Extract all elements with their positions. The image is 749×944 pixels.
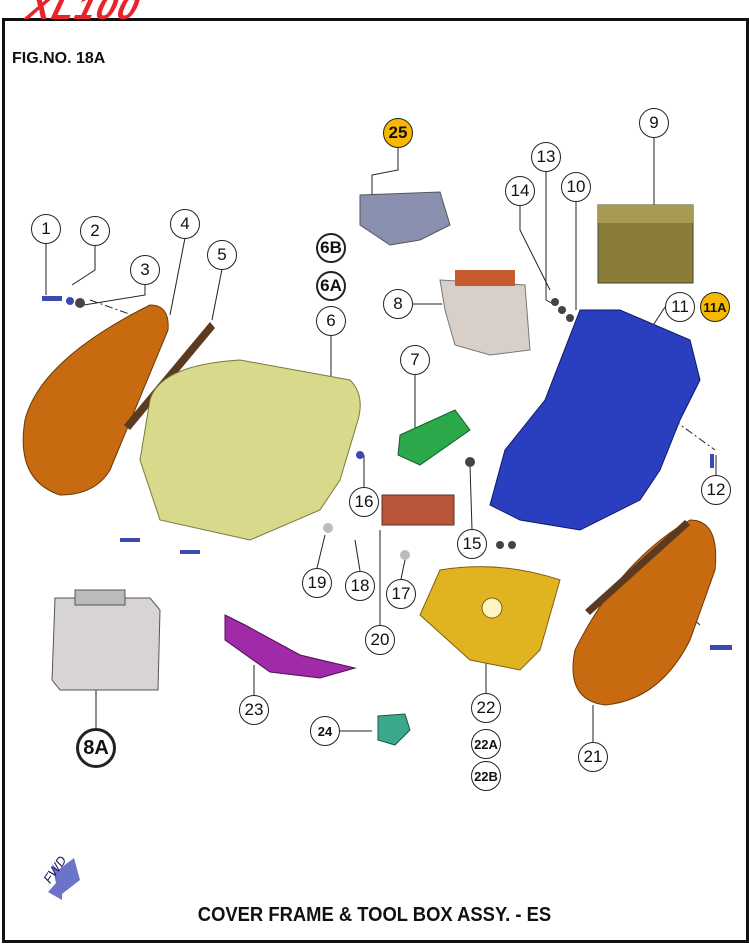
callout-25: 25	[383, 118, 413, 148]
callout-6B: 6B	[316, 233, 346, 263]
callout-16: 16	[349, 487, 379, 517]
callout-12: 12	[701, 475, 731, 505]
part-frame	[489, 309, 701, 531]
callout-8A: 8A	[76, 728, 116, 768]
part-trim-23	[224, 614, 357, 679]
callout-19: 19	[302, 568, 332, 598]
leader-lines	[45, 137, 717, 742]
drawing-frame	[2, 18, 749, 943]
callout-6A: 6A	[316, 271, 346, 301]
callout-9: 9	[639, 108, 669, 138]
callout-13: 13	[531, 142, 561, 172]
part-holder-7	[397, 409, 471, 466]
callout-3: 3	[130, 255, 160, 285]
callout-21: 21	[578, 742, 608, 772]
callout-11A: 11A	[700, 292, 730, 322]
part-ecu-8A	[51, 597, 161, 691]
figure-number: FIG.NO. 18A	[12, 50, 106, 67]
part-relay-holder	[439, 279, 531, 356]
callout-15: 15	[457, 529, 487, 559]
callout-6: 6	[316, 306, 346, 336]
callout-7: 7	[400, 345, 430, 375]
part-left-side-cover	[22, 304, 169, 496]
callout-14: 14	[505, 176, 535, 206]
callout-11: 11	[665, 292, 695, 322]
part-right-side-cover	[572, 519, 717, 706]
callout-20: 20	[365, 625, 395, 655]
part-rubber-strip-right	[585, 520, 690, 615]
part-rubber-strip-left	[124, 322, 215, 430]
callout-2: 2	[80, 216, 110, 246]
callout-22: 22	[471, 693, 501, 723]
part-flap-22	[419, 566, 561, 671]
callout-17: 17	[386, 579, 416, 609]
part-bracket-25	[359, 191, 451, 246]
part-clip-24	[377, 713, 411, 746]
fasteners	[42, 296, 732, 650]
callout-24: 24	[310, 716, 340, 746]
diagram-title: COVER FRAME & TOOL BOX ASSY. - ES	[197, 904, 552, 926]
callout-5: 5	[207, 240, 237, 270]
fwd-arrow-icon	[48, 858, 80, 900]
callout-22A: 22A	[471, 729, 501, 759]
callout-10: 10	[561, 172, 591, 202]
callout-1: 1	[31, 214, 61, 244]
part-20	[381, 494, 455, 526]
callout-18: 18	[345, 571, 375, 601]
callout-22B: 22B	[471, 761, 501, 791]
callout-23: 23	[239, 695, 269, 725]
part-tool-box	[139, 359, 361, 541]
callout-4: 4	[170, 209, 200, 239]
callout-8: 8	[383, 289, 413, 319]
